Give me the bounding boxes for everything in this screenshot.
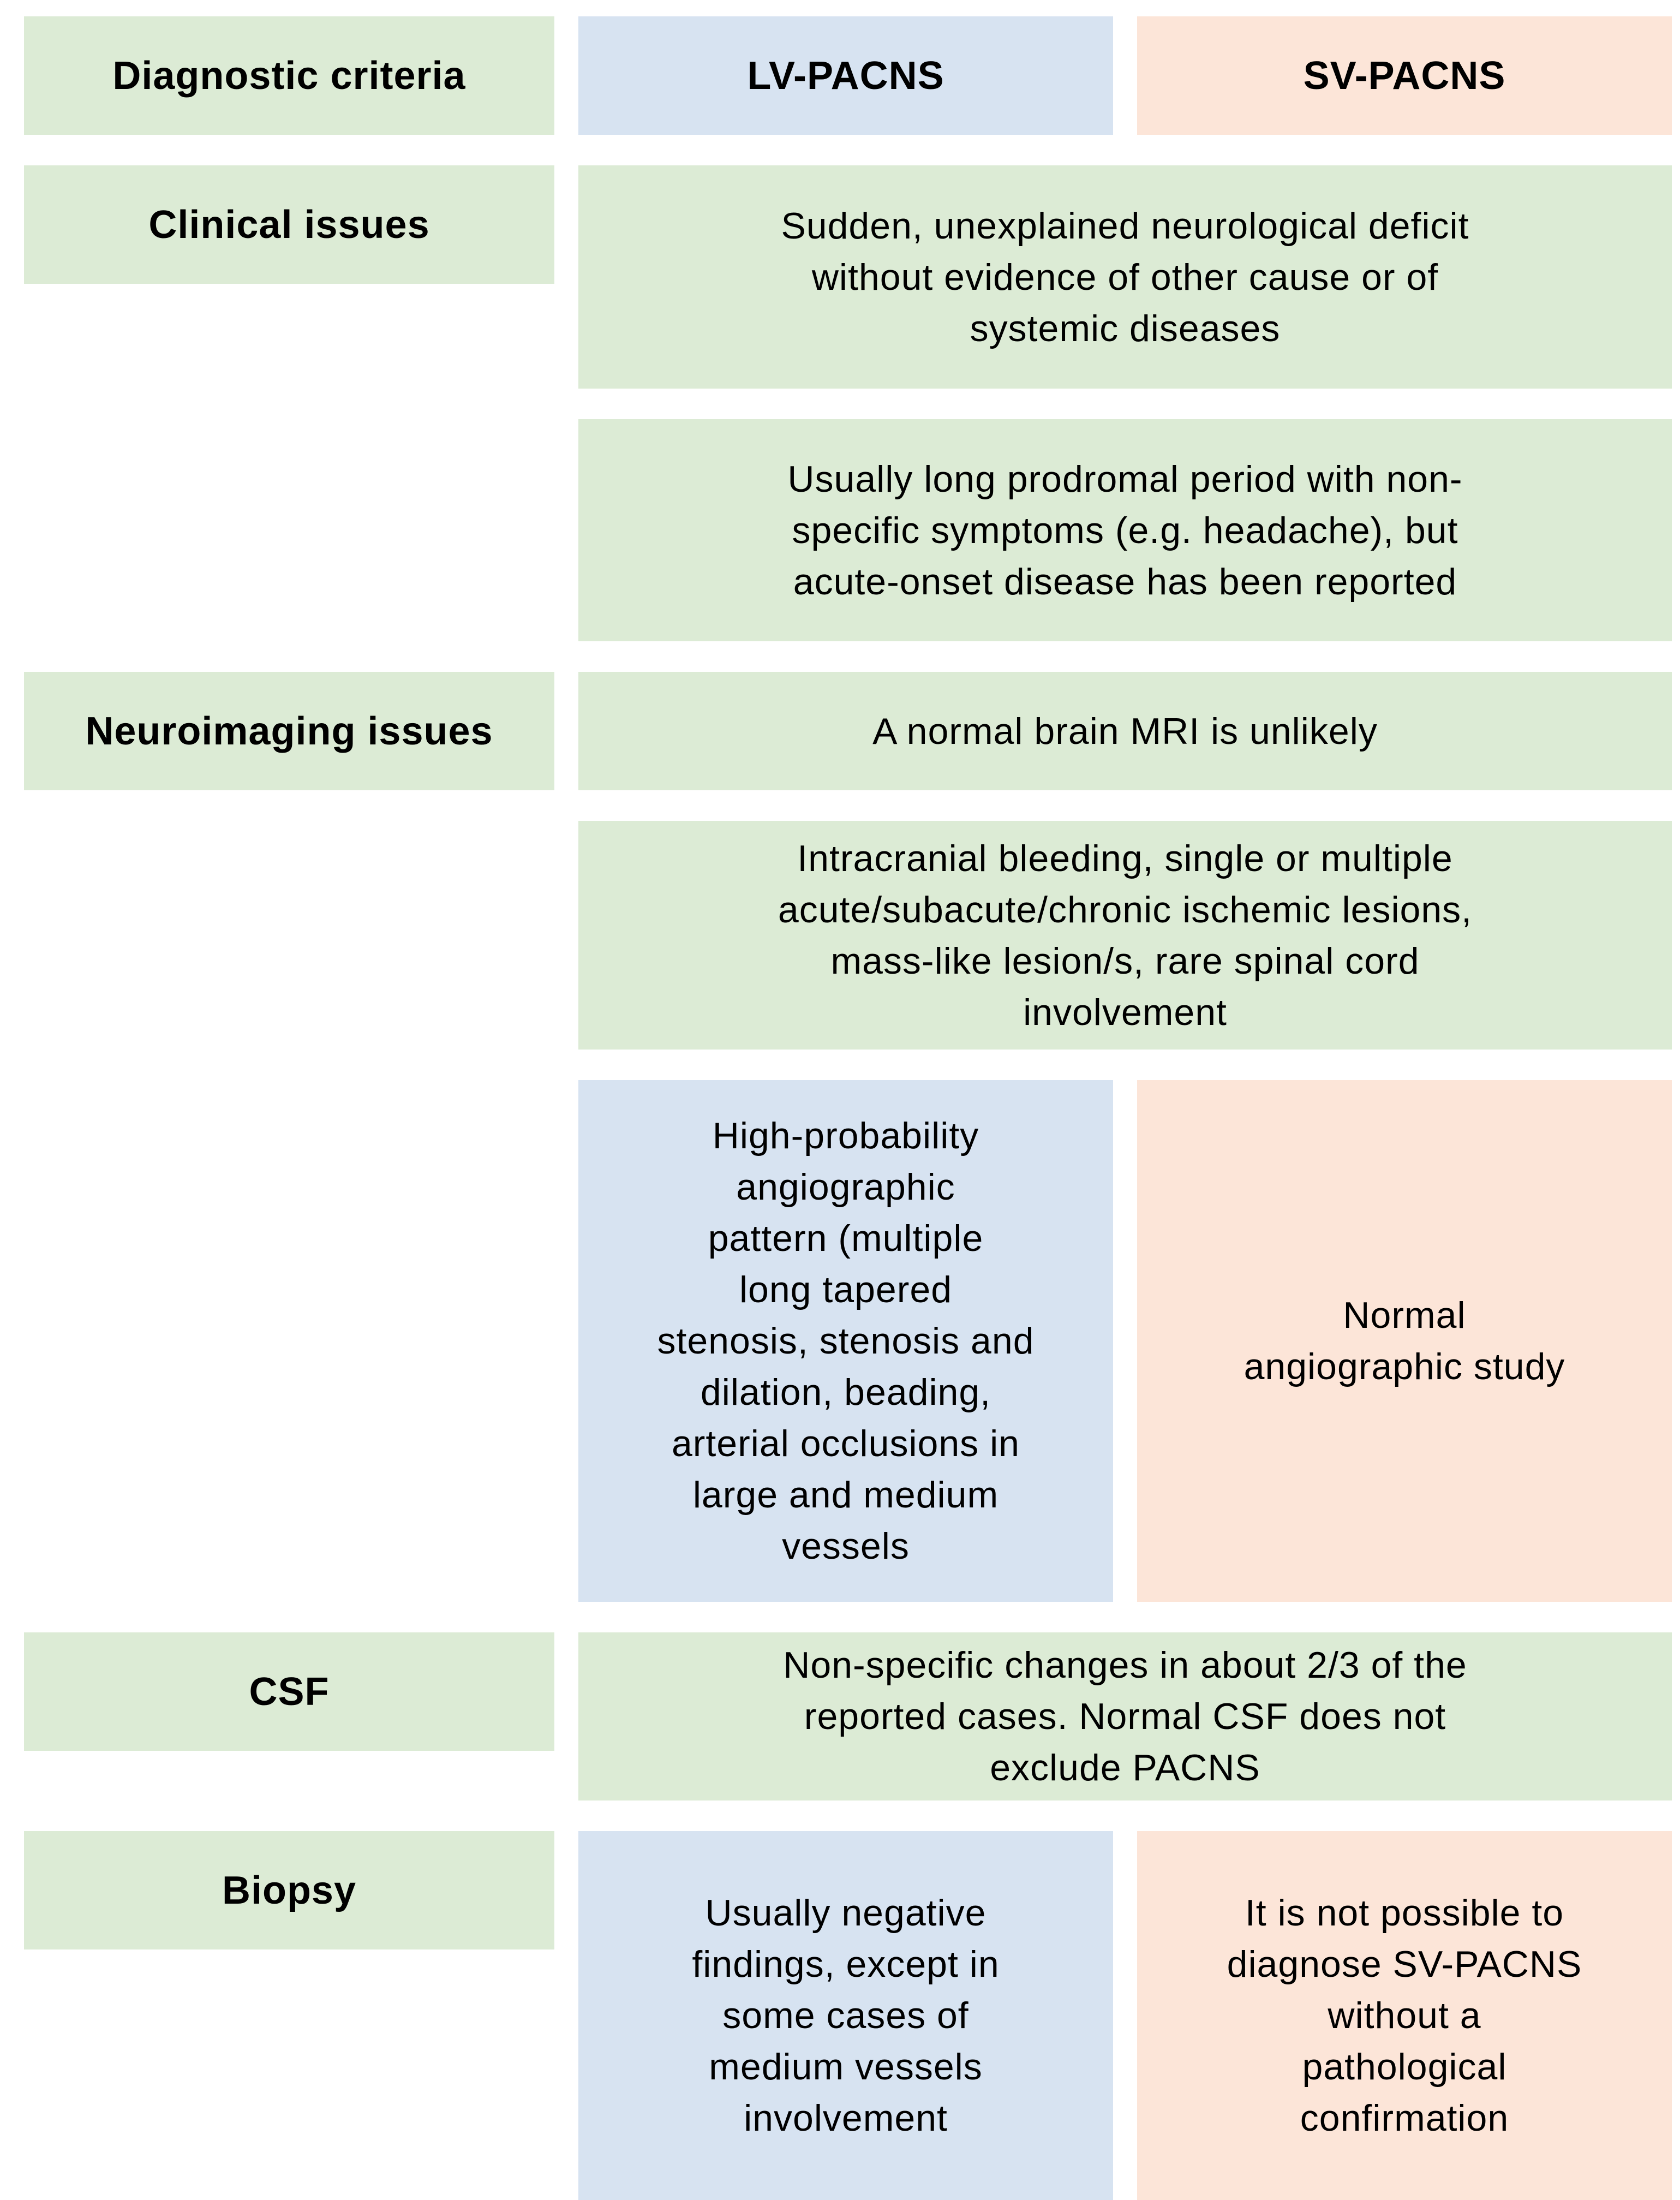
cell-clinical-sudden-deficit: Sudden, unexplained neurological deficit… bbox=[578, 165, 1672, 389]
row-label-neuroimaging-issues: Neuroimaging issues bbox=[24, 672, 554, 790]
cell-lv-biopsy-findings: Usually negative findings, except in som… bbox=[578, 1831, 1113, 2200]
header-diagnostic-criteria: Diagnostic criteria bbox=[24, 16, 554, 135]
cell-sv-biopsy-required: It is not possible to diagnose SV-PACNS … bbox=[1137, 1831, 1672, 2200]
cell-lv-angiographic-pattern: High-probability angiographic pattern (m… bbox=[578, 1080, 1113, 1602]
cell-csf-changes: Non-specific changes in about 2/3 of the… bbox=[578, 1632, 1672, 1800]
cell-neuroimaging-normal-mri: A normal brain MRI is unlikely bbox=[578, 672, 1672, 790]
row-label-clinical-issues: Clinical issues bbox=[24, 165, 554, 284]
cell-clinical-prodromal-period: Usually long prodromal period with non- … bbox=[578, 419, 1672, 641]
header-sv-pacns: SV-PACNS bbox=[1137, 16, 1672, 135]
header-lv-pacns: LV-PACNS bbox=[578, 16, 1113, 135]
table-grid: Diagnostic criteria LV-PACNS SV-PACNS Cl… bbox=[24, 16, 1672, 2200]
cell-sv-normal-angiography: Normal angiographic study bbox=[1137, 1080, 1672, 1602]
row-label-csf: CSF bbox=[24, 1632, 554, 1751]
row-label-biopsy: Biopsy bbox=[24, 1831, 554, 1949]
cell-neuroimaging-lesions: Intracranial bleeding, single or multipl… bbox=[578, 821, 1672, 1050]
